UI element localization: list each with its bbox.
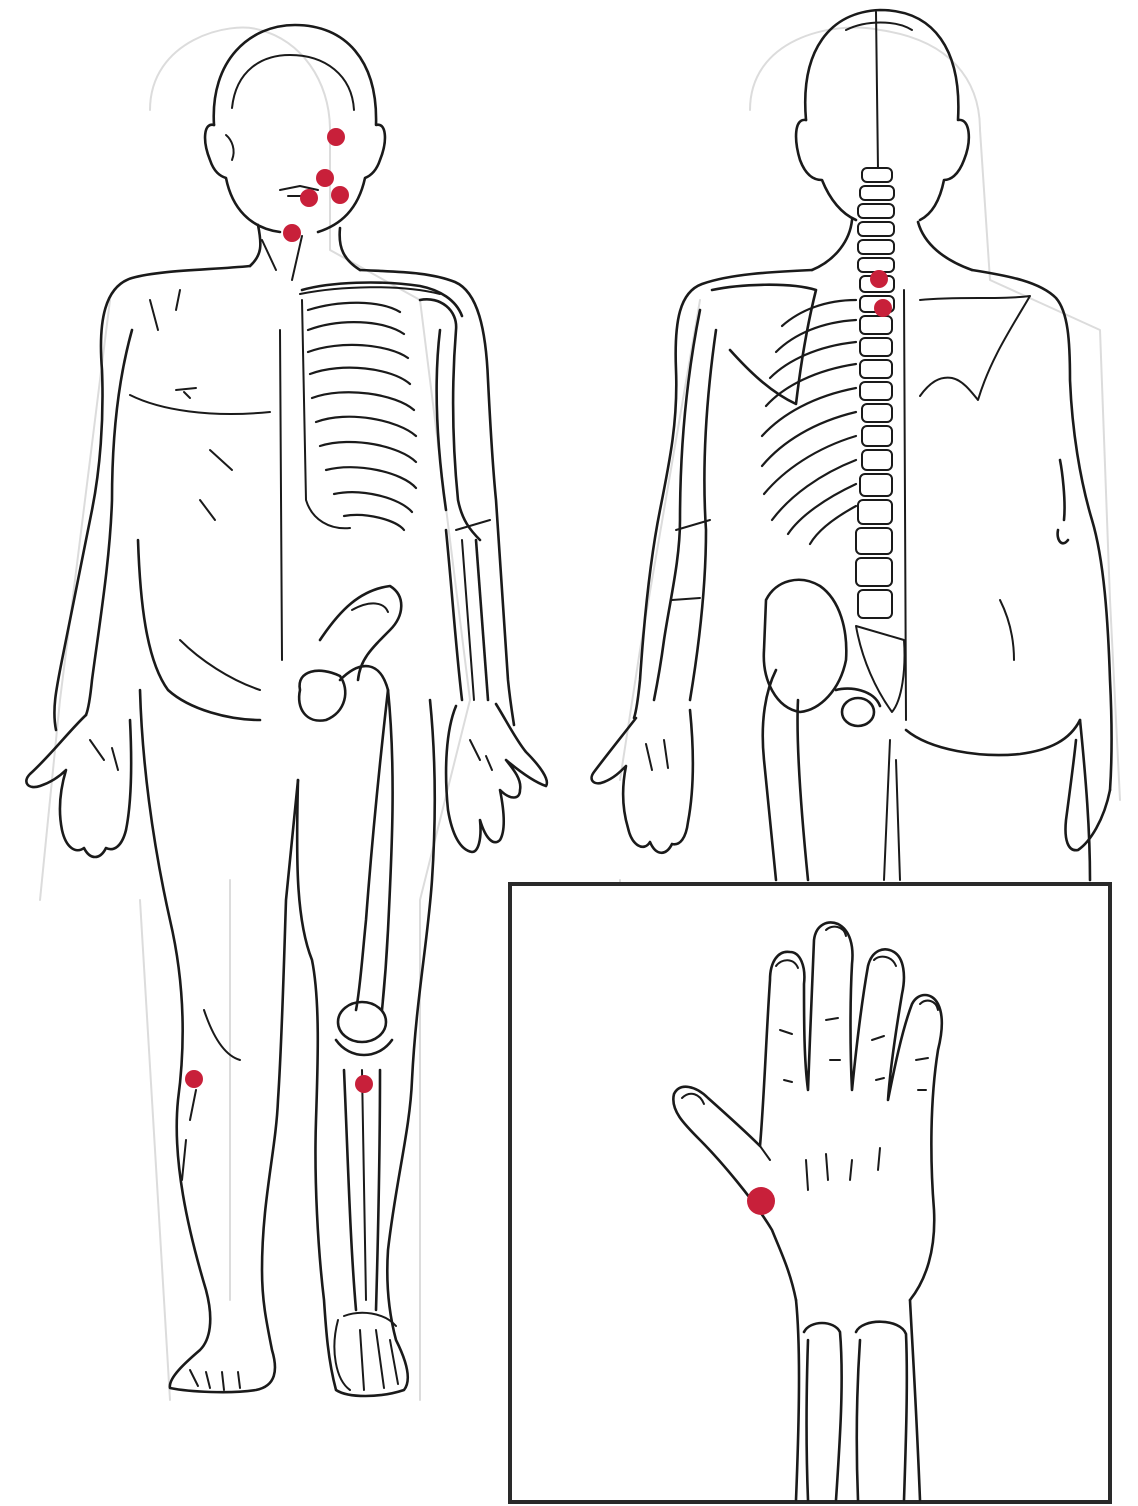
back-spine [856,168,906,720]
back-ribcage [762,300,856,544]
front-ribcage [302,300,416,530]
hand-inset-frame [510,884,1110,1502]
front-view-trigger-point-6 [185,1070,203,1088]
front-right-hand [446,704,547,852]
front-view-trigger-point-2 [316,169,334,187]
hand-inset [510,884,1110,1502]
front-view-trigger-point-5 [283,224,301,242]
front-torso-outline [54,266,250,730]
back-left-hand [592,710,693,853]
front-view-trigger-point-7 [355,1075,373,1093]
front-view-trigger-point-3 [300,189,318,207]
front-view-trigger-point-1 [327,128,345,146]
hand-inset-trigger-point-1 [747,1187,775,1215]
back-torso-outline [634,270,812,718]
front-view-trigger-point-4 [331,186,349,204]
front-left-hand [26,715,131,857]
back-figure [592,10,1112,880]
back-view-trigger-point-2 [874,299,892,317]
back-view-trigger-point-1 [870,270,888,288]
